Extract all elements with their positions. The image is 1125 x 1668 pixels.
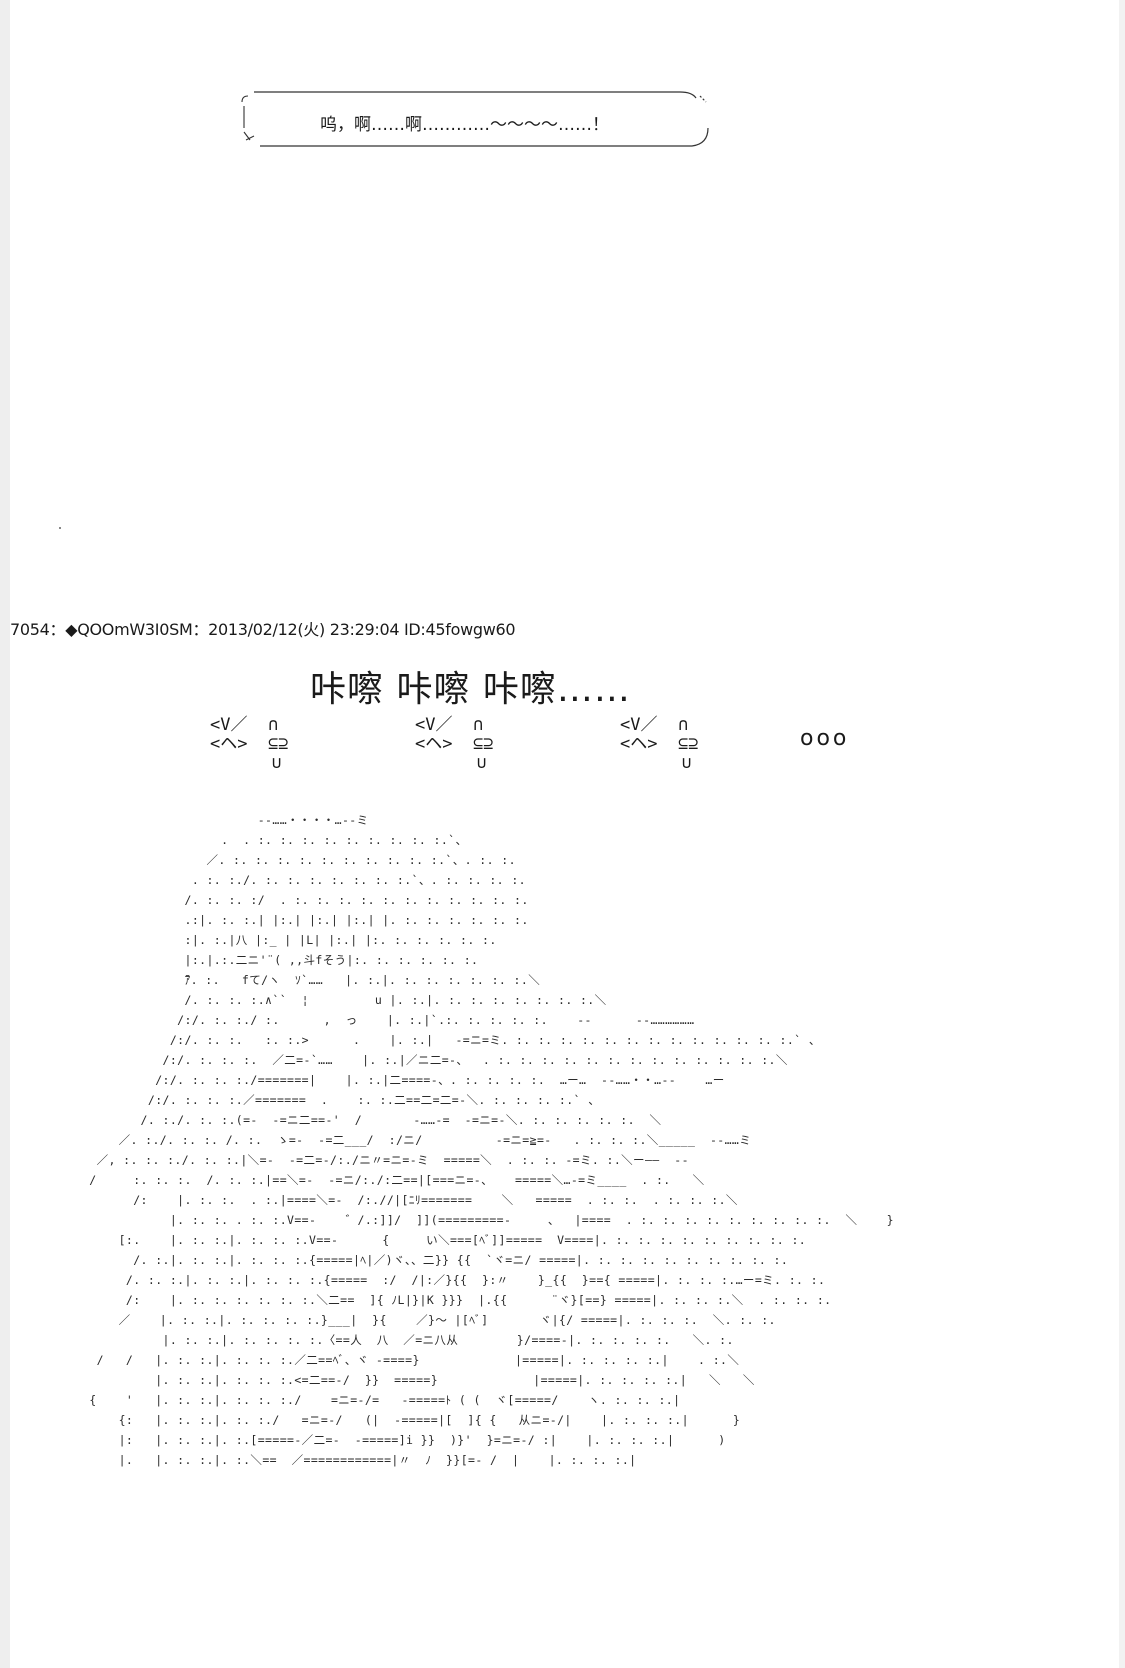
ascii-art-line: /:/. :. :./ :. , っ |. :.|`.:. :. :. :. :… [60, 1013, 695, 1027]
sfx-group-1: <V／ ∩ <ヘ> ⊆⊇ ∪ [210, 715, 289, 773]
ascii-art-line: {: |. :. :.|. :. :./ =ニ=-/ (| -=====|[ ]… [60, 1413, 741, 1427]
ascii-art-line: .:|. :. :.| |:.| |:.| |:.| |. :. :. :. :… [60, 913, 529, 927]
ascii-art-line: /: |. :. :. :. :. :. :.＼二== ]{ ﾉL|}|K }}… [60, 1293, 832, 1307]
ascii-art-line: [:. |. :. :.|. :. :. :.V==- { い＼===[ﾍﾞ]]… [60, 1233, 807, 1247]
ascii-art-line: |:.|.:.二ニ'¨( ,,斗fそう|:. :. :. :. :. :. [60, 953, 479, 967]
ascii-art-lines: --……・・・・…--ミ . . :. :. :. :. :. :. :. :.… [60, 810, 930, 1470]
ascii-art-line: |. :. :.|. :. :. :.<=二==-/ }} =====} |==… [60, 1373, 755, 1387]
sfx-group-2: <V／ ∩ <ヘ> ⊆⊇ ∪ [415, 715, 494, 773]
ascii-art-line: /. :. :. :.∧`` ¦ u |. :.|. :. :. :. :. :… [60, 993, 607, 1007]
ascii-art-line: /:/. :. :. :. ／二=-`…… |. :.|／ニ二=-、 . :. … [60, 1053, 788, 1067]
ascii-art-line: ／. :. :. :. :. :. :. :. :. :. :.`、. :. :… [60, 853, 516, 867]
ascii-art-line: { ' |. :. :.|. :. :. :./ =ニ=-/= -=====ﾄ … [60, 1393, 681, 1407]
ascii-art-line: /:/. :. :. :./=======| |. :.|二====-、. :.… [60, 1073, 725, 1087]
sfx-group-3: <V／ ∩ <ヘ> ⊆⊇ ∪ [620, 715, 699, 773]
ascii-art-line: /: |. :. :. . :.|====＼=- /:.//|[ﾆﾘ======… [60, 1193, 738, 1207]
post-header: 7054：◆QOOmW3I0SM：2013/02/12(火) 23:29:04 … [10, 620, 516, 639]
ascii-art-figure: --……・・・・…--ミ . . :. :. :. :. :. :. :. :.… [60, 810, 930, 1540]
sfx-trailing-dots: ooo [800, 726, 850, 751]
ascii-art-line: /. :. :.|. :. :.|. :. :. :.{===== :/ /|:… [60, 1273, 826, 1287]
ascii-art-line: /:/. :. :. :. :.> . |. :.| -=ニ=ミ. :. :. … [60, 1033, 821, 1047]
ascii-art-line: / :. :. :. /. :. :.|==＼=- -=ニ/:./:二==|[=… [60, 1173, 705, 1187]
ascii-art-line: ／. :./. :. :. /. :. ゝ=- -=二___/ :/ニ/ -=ニ… [60, 1133, 752, 1147]
ascii-art-line: /:/. :. :. :.／======= . :. :.二==二=二=-＼. … [60, 1093, 601, 1107]
ascii-art-line: |. |. :. :.|. :.＼== ／============|〃 ﾉ }}… [60, 1453, 637, 1467]
stray-dot [59, 527, 61, 529]
right-margin-strip [1119, 0, 1125, 1668]
left-margin-strip [0, 0, 10, 1668]
ascii-art-line: ／, :. :. :./. :. :.|＼=- -=二=-/:./ニ〃=ニ=-ミ… [60, 1153, 689, 1167]
ascii-art-line: :|. :.|八 |:_ | |L| |:.| |:. :. :. :. :. … [60, 933, 497, 947]
ascii-art-line: |: |. :. :.|. :.[=====-／二=- -=====]i }} … [60, 1433, 726, 1447]
ascii-art-line: /. :. :. :/ . :. :. :. :. :. :. :. :. :.… [60, 893, 529, 907]
ascii-art-line: . :. :./. :. :. :. :. :. :. :.`、. :. :. … [60, 873, 526, 887]
sfx-row: <V／ ∩ <ヘ> ⊆⊇ ∪ <V／ ∩ <ヘ> ⊆⊇ ∪ <V／ ∩ <ヘ> … [210, 716, 890, 776]
ascii-art-line: |. :. :.|. :. :. :. :.〈==人 八 ／=ニ八从 }/===… [60, 1333, 734, 1347]
ascii-art-line: / / |. :. :.|. :. :. :.／二==ﾍﾞ、ヾ -====} |… [60, 1353, 740, 1367]
ascii-art-line: ̄ｱ. :. fて/ヽ ｿ`…… |. :.|. :. :. :. :. :. … [60, 973, 541, 987]
ascii-art-line: /. :.|. :. :.|. :. :. :.{=====|ﾍ|／)ヾ、、二}… [60, 1253, 789, 1267]
ascii-art-line: ／ |. :. :.|. :. :. :. :.}___| }{ ／}〜 |[ﾍ… [60, 1313, 776, 1327]
ascii-art-line: . . :. :. :. :. :. :. :. :. :.`、 [60, 833, 468, 847]
bubble-text: 呜，啊……啊…………〜〜〜〜……！ [320, 115, 609, 135]
ascii-art-line: /. :./. :. :.(=- -=ニ二==-' / -……-= -=ニ=-＼… [60, 1113, 662, 1127]
ascii-art-line: |. :. :. . :. :.V==- ゛/.:]]/ ]](========… [60, 1213, 894, 1227]
sfx-title: 咔嚓 咔嚓 咔嚓…… [310, 669, 631, 710]
speech-bubble-outline [241, 91, 709, 147]
ascii-art-line: --……・・・・…--ミ [60, 813, 369, 827]
speech-bubble: 呜，啊……啊…………〜〜〜〜……！ [240, 88, 738, 152]
